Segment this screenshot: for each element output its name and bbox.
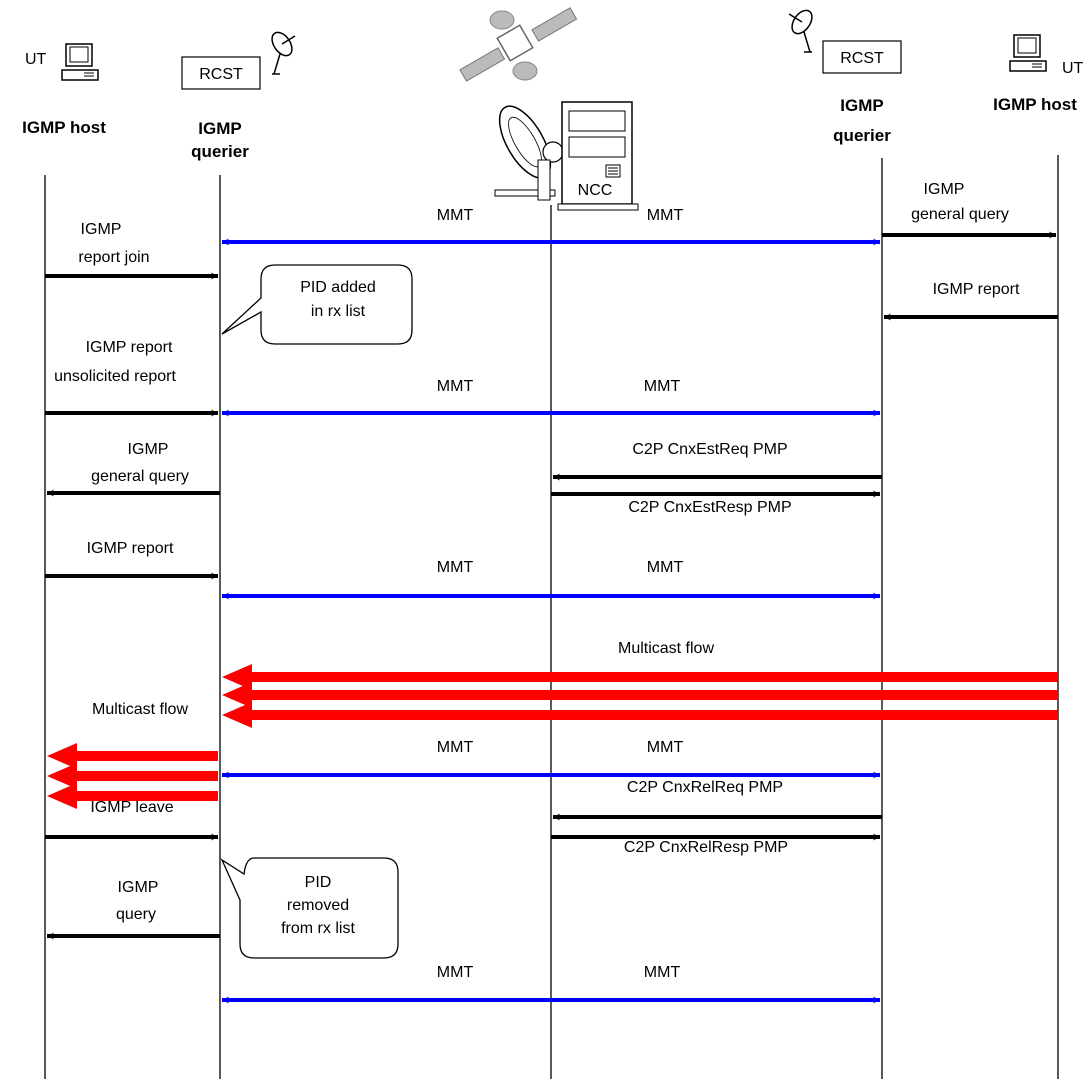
mmt-label: MMT	[644, 378, 681, 395]
cnxrelreq-label: C2P CnxRelReq PMP	[627, 779, 783, 796]
igmp-query-label: query	[116, 906, 156, 923]
cnxrelresp-label: C2P CnxRelResp PMP	[624, 839, 788, 856]
mmt-label: MMT	[437, 378, 474, 395]
unsolicited-report-label: unsolicited report	[54, 368, 176, 385]
message-labels: MMT MMT IGMP general query IGMP report j…	[54, 181, 1020, 981]
mmt-label: MMT	[437, 207, 474, 224]
multicast-flow-arrow	[222, 664, 1058, 690]
lane-label-querier-left: querier	[191, 142, 249, 161]
unsolicited-report-label: IGMP report	[86, 339, 173, 356]
mmt-label: MMT	[437, 559, 474, 576]
lane-label-querier-right: querier	[833, 126, 891, 145]
multicast-flows	[47, 664, 1058, 809]
igmp-report-label: IGMP report	[933, 281, 1020, 298]
igmp-query-label: IGMP	[118, 879, 159, 896]
right-rcst-label: RCST	[840, 50, 884, 67]
cnxestreq-label: C2P CnxEstReq PMP	[632, 441, 787, 458]
mmt-label: MMT	[644, 964, 681, 981]
general-query-label: IGMP	[924, 181, 965, 198]
mmt-label: MMT	[647, 739, 684, 756]
lane-label-host-right: IGMP host	[993, 95, 1077, 114]
mmt-label: MMT	[647, 559, 684, 576]
callout-pid-added-text: in rx list	[311, 303, 366, 320]
ncc-hub-icon	[489, 98, 638, 210]
general-query-label: general query	[911, 206, 1009, 223]
report-join-label: report join	[78, 249, 149, 266]
lane-label-querier-right: IGMP	[840, 96, 883, 115]
callout-pid-removed-text: PID	[305, 874, 332, 891]
general-query-label: general query	[91, 468, 189, 485]
callout-pid-added-text: PID added	[300, 279, 376, 296]
general-query-label: IGMP	[128, 441, 169, 458]
cnxestresp-label: C2P CnxEstResp PMP	[628, 499, 791, 516]
mmt-label: MMT	[437, 739, 474, 756]
lifelines	[45, 155, 1058, 1079]
callout-pid-removed-text: removed	[287, 897, 349, 914]
lane-label-querier-left: IGMP	[198, 119, 241, 138]
multicast-flow-label: Multicast flow	[618, 640, 714, 657]
left-ut-label: UT	[25, 51, 47, 68]
multicast-flow-label: Multicast flow	[92, 701, 188, 718]
lane-label-host-left: IGMP host	[22, 118, 106, 137]
report-join-label: IGMP	[81, 221, 122, 238]
ut-computer-icon	[62, 44, 98, 80]
igmp-leave-label: IGMP leave	[90, 799, 173, 816]
left-rcst-label: RCST	[199, 66, 243, 83]
multicast-flow-arrow	[222, 702, 1058, 728]
multicast-flow-arrow	[222, 682, 1058, 708]
satellite-dish-icon	[268, 29, 296, 74]
ncc-label: NCC	[578, 182, 613, 199]
mmt-label: MMT	[437, 964, 474, 981]
satellite-dish-icon	[788, 7, 816, 52]
satellite-icon	[460, 8, 577, 81]
right-ut-label: UT	[1062, 60, 1084, 77]
ut-computer-icon	[1010, 35, 1046, 71]
igmp-report-label: IGMP report	[87, 540, 174, 557]
callout-pid-removed-text: from rx list	[281, 920, 355, 937]
mmt-label: MMT	[647, 207, 684, 224]
